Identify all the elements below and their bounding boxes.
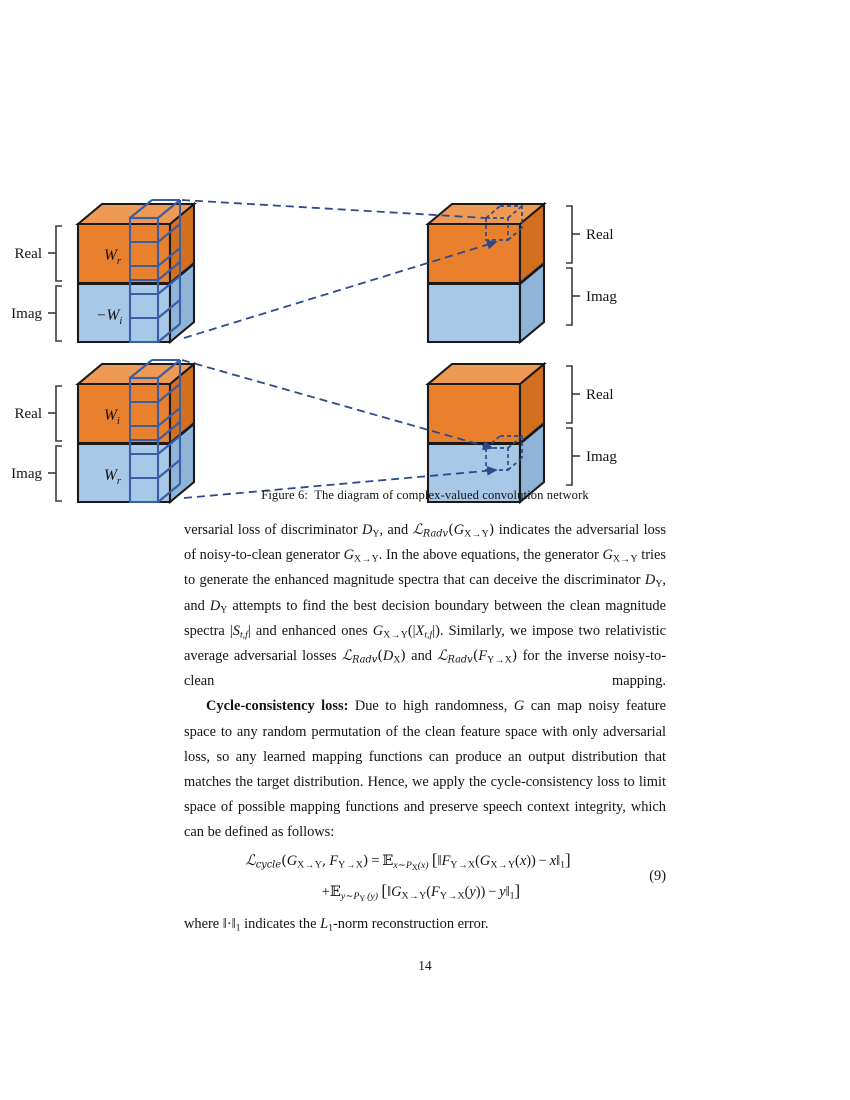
p1-seg-i: . Similarly, we impose two relativistic … (184, 622, 666, 665)
p1-seg-e: tries to generate the enhanced magnitude… (184, 547, 667, 589)
paragraph-1: versarial loss of discriminator DY, and … (184, 518, 666, 694)
equation-9-row: ℒcycle(GX→Y, FY→X) = 𝔼x∼PX(x) [‖FY→X(GX→… (184, 845, 666, 907)
p1-seg-d: . In the above equations, the generator (378, 547, 603, 564)
body-text: versarial loss of discriminator DY, and … (184, 518, 666, 846)
figure-diagram: Wr −Wi Real Imag (11, 198, 617, 505)
feature-cube-row-2 (425, 361, 547, 505)
cycle-consistency-heading: Cycle-consistency loss: (206, 698, 349, 715)
right-bracket-group-row-1 (566, 205, 580, 326)
filter-strip-row-2 (128, 358, 182, 504)
right-bracket-label-real-row-2: Real (586, 387, 614, 403)
closing-seg-c: -norm reconstruction error. (332, 916, 489, 932)
kernel-cube-row-1: Wr −Wi (75, 198, 197, 345)
right-bracket-label-imag-row-1: Imag (586, 289, 617, 305)
p1-seg-a: versarial loss of discriminator (184, 522, 362, 538)
left-bracket-group-row-1 (48, 225, 62, 342)
eq-bracket-close-2: ] (514, 881, 521, 900)
eq-expectation-y: 𝔼y∼PY (y) (329, 884, 379, 903)
figure-caption-text: Figure 6: The diagram of complex-valued … (261, 488, 589, 502)
p1-seg-h: and enhanced ones (250, 622, 373, 639)
eq-norm-2: ‖GX→Y(FY→X(y)) − y‖1 (387, 884, 515, 902)
math-d-y-2: DY (644, 572, 663, 591)
kernel-real-label-row-2: Wi (104, 407, 120, 427)
eq-equals: = (368, 853, 383, 869)
p2-seg-b: can map noisy feature space to any rando… (184, 698, 666, 841)
figure-row-1: Wr −Wi Real Imag (11, 198, 617, 345)
math-l1-norm-symbol: ‖·‖1 (222, 916, 241, 934)
equation-9-number: (9) (649, 867, 666, 884)
equation-9-line-1: ℒcycle(GX→Y, FY→X) = 𝔼x∼PX(x) [‖FY→X(GX→… (184, 845, 632, 876)
kernel-imag-label-row-1: −Wi (96, 307, 122, 327)
equation-9-body: ℒcycle(GX→Y, FY→X) = 𝔼x∼PX(x) [‖FY→X(GX→… (184, 845, 632, 907)
p1-seg-c: indicates the adversarial loss of noisy-… (184, 522, 666, 564)
math-s-tf: |St,f| (229, 622, 251, 641)
math-l-radv-dx: ℒRadv(DX) (341, 648, 407, 666)
left-bracket-label-imag-row-2: Imag (11, 466, 42, 482)
eq-norm-1: ‖FY→X(GX→Y(x)) − x‖1 (437, 853, 566, 871)
closing-seg-a: where (184, 916, 223, 932)
eq-bracket-open-2: [ (378, 881, 388, 900)
left-bracket-group-row-2 (48, 385, 62, 502)
selection-box-row-1 (485, 205, 523, 241)
math-d-y-3: DY (209, 597, 228, 616)
p2-seg-a: Due to high randomness, (348, 698, 514, 715)
right-bracket-group-row-2 (566, 365, 580, 486)
eq-expectation-x: 𝔼x∼PX(x) (382, 853, 429, 872)
page-number: 14 (418, 958, 432, 973)
math-g-xy-2: GX→Y (602, 547, 638, 565)
connector-lines-row-2 (181, 359, 498, 499)
math-l-radv-1: ℒRadv(GX→Y) (412, 522, 495, 540)
eq-bracket-open-1: [ (428, 850, 438, 869)
right-bracket-label-imag-row-2: Imag (586, 449, 617, 465)
math-d-y-1: DY (361, 522, 380, 540)
left-bracket-label-imag-row-1: Imag (11, 306, 42, 322)
math-l1: L1 (320, 916, 333, 934)
math-g: G (513, 698, 525, 715)
math-g-xy-1: GX→Y (343, 547, 379, 565)
figure-caption: Figure 6: The diagram of complex-valued … (0, 488, 850, 503)
feature-cube-row-1 (425, 201, 547, 345)
math-l-radv-fyx: ℒRadv(FY→X) (437, 648, 518, 666)
equation-9-line-2: +𝔼y∼PY (y) [‖GX→Y(FY→X(y)) − y‖1] (184, 876, 632, 907)
figure-6: Wr −Wi Real Imag (0, 160, 850, 520)
left-bracket-label-real-row-1: Real (15, 246, 43, 262)
left-bracket-label-real-row-2: Real (15, 406, 43, 422)
closing-seg-b: indicates the (240, 916, 321, 932)
right-bracket-label-real-row-1: Real (586, 227, 614, 243)
eq-lhs: ℒcycle(GX→Y, FY→X) (245, 853, 369, 871)
math-g-xy-xtf: GX→Y(|Xt,f|) (372, 622, 440, 641)
p1-seg-f: , and (184, 572, 666, 614)
eq-plus: + (321, 884, 330, 900)
p1-seg-g: attempts to find the best decision bound… (184, 597, 666, 639)
connector-lines-row-1 (181, 199, 498, 339)
p1-seg-k: for the inverse noisy-to-clean mapping. (184, 648, 666, 690)
closing-line: where ‖·‖1 indicates the L1-norm reconst… (184, 912, 666, 937)
figure-row-2: Wi Wr Real Imag (11, 358, 617, 505)
p1-seg-j: and (406, 648, 438, 665)
paragraph-2: Cycle-consistency loss: Due to high rand… (184, 694, 666, 845)
eq-bracket-close-1: ] (565, 850, 571, 869)
p1-seg-b: , and (379, 522, 413, 538)
kernel-cube-row-2: Wi Wr (75, 358, 197, 505)
filter-strip-row-1 (128, 198, 182, 344)
equation-9: ℒcycle(GX→Y, FY→X) = 𝔼x∼PX(x) [‖FY→X(GX→… (184, 845, 666, 907)
